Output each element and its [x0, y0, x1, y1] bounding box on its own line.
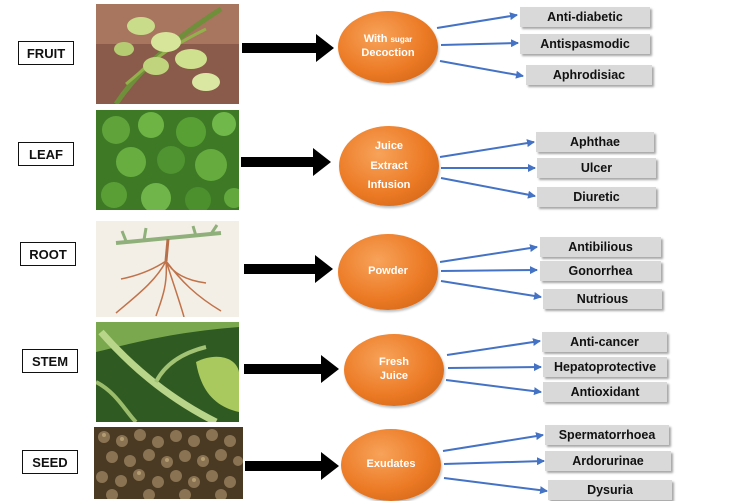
leaf-photo [96, 110, 239, 210]
label-fruit: FRUIT [18, 41, 74, 65]
effect-ardorurinae: Ardorurinae [545, 451, 671, 471]
leaf-black-arrow [241, 148, 331, 176]
preparation-line: Fresh [379, 356, 409, 369]
preparation-line: Juice [374, 139, 404, 152]
root-blue-arrow-1 [439, 244, 538, 263]
seed-blue-arrow-3 [443, 477, 548, 495]
effect-ulcer: Ulcer [537, 158, 656, 178]
label-seed: SEED [22, 450, 78, 474]
effect-antispasmodic: Antispasmodic [520, 34, 650, 54]
preparation-line: Decoction [361, 47, 415, 59]
seed-blue-arrow-2 [443, 457, 545, 466]
fruit-blue-arrow-1 [436, 12, 518, 29]
label-root: ROOT [20, 242, 76, 266]
preparation-line: Infusion [367, 179, 411, 192]
root-black-arrow [244, 255, 333, 283]
preparation-line: Extract [370, 159, 408, 172]
effect-nutrious: Nutrious [543, 289, 662, 309]
preparation-line: Exudates [366, 458, 416, 471]
preparation-line: Powder [368, 265, 408, 278]
effect-anti-diabetic: Anti-diabetic [520, 7, 650, 27]
root-photo [96, 221, 239, 321]
leaf-blue-arrow-1 [439, 139, 535, 158]
stem-blue-arrow-1 [446, 338, 541, 356]
stem-photo [96, 322, 239, 422]
seed-blue-arrow-1 [442, 432, 544, 452]
preparation-line: Juice [379, 370, 409, 382]
leaf-blue-arrow-3 [440, 177, 536, 199]
fruit-black-arrow [242, 34, 334, 62]
effect-hepatoprotective: Hepatoprotective [543, 357, 667, 377]
stem-blue-arrow-2 [447, 363, 542, 372]
effect-spermatorrhoea: Spermatorrhoea [545, 425, 669, 445]
effect-antioxidant: Antioxidant [543, 382, 667, 402]
stem-blue-arrow-3 [445, 379, 542, 396]
effect-aphthae: Aphthae [536, 132, 654, 152]
fruit-blue-arrow-2 [440, 39, 519, 48]
seed-black-arrow [245, 452, 339, 480]
root-blue-arrow-2 [440, 266, 538, 275]
stem-black-arrow [244, 355, 339, 383]
preparation-line: With sugar [363, 33, 413, 46]
effect-anti-cancer: Anti-cancer [542, 332, 667, 352]
root-blue-arrow-3 [440, 280, 542, 300]
leaf-preparation-oval: Juice Extract Infusion [339, 126, 439, 206]
fruit-blue-arrow-3 [439, 60, 524, 79]
effect-gonorrhea: Gonorrhea [540, 261, 661, 281]
root-preparation-oval: Powder [338, 234, 438, 310]
seed-photo [94, 427, 243, 499]
stem-preparation-oval: Fresh Juice [344, 334, 444, 406]
effect-aphrodisiac: Aphrodisiac [526, 65, 652, 85]
label-stem: STEM [22, 349, 78, 373]
fruit-preparation-oval: With sugar Decoction [338, 11, 438, 83]
effect-antibilious: Antibilious [540, 237, 661, 257]
effect-diuretic: Diuretic [537, 187, 656, 207]
label-leaf: LEAF [18, 142, 74, 166]
effect-dysuria: Dysuria [548, 480, 672, 500]
fruit-photo [96, 4, 239, 104]
seed-preparation-oval: Exudates [341, 429, 441, 501]
